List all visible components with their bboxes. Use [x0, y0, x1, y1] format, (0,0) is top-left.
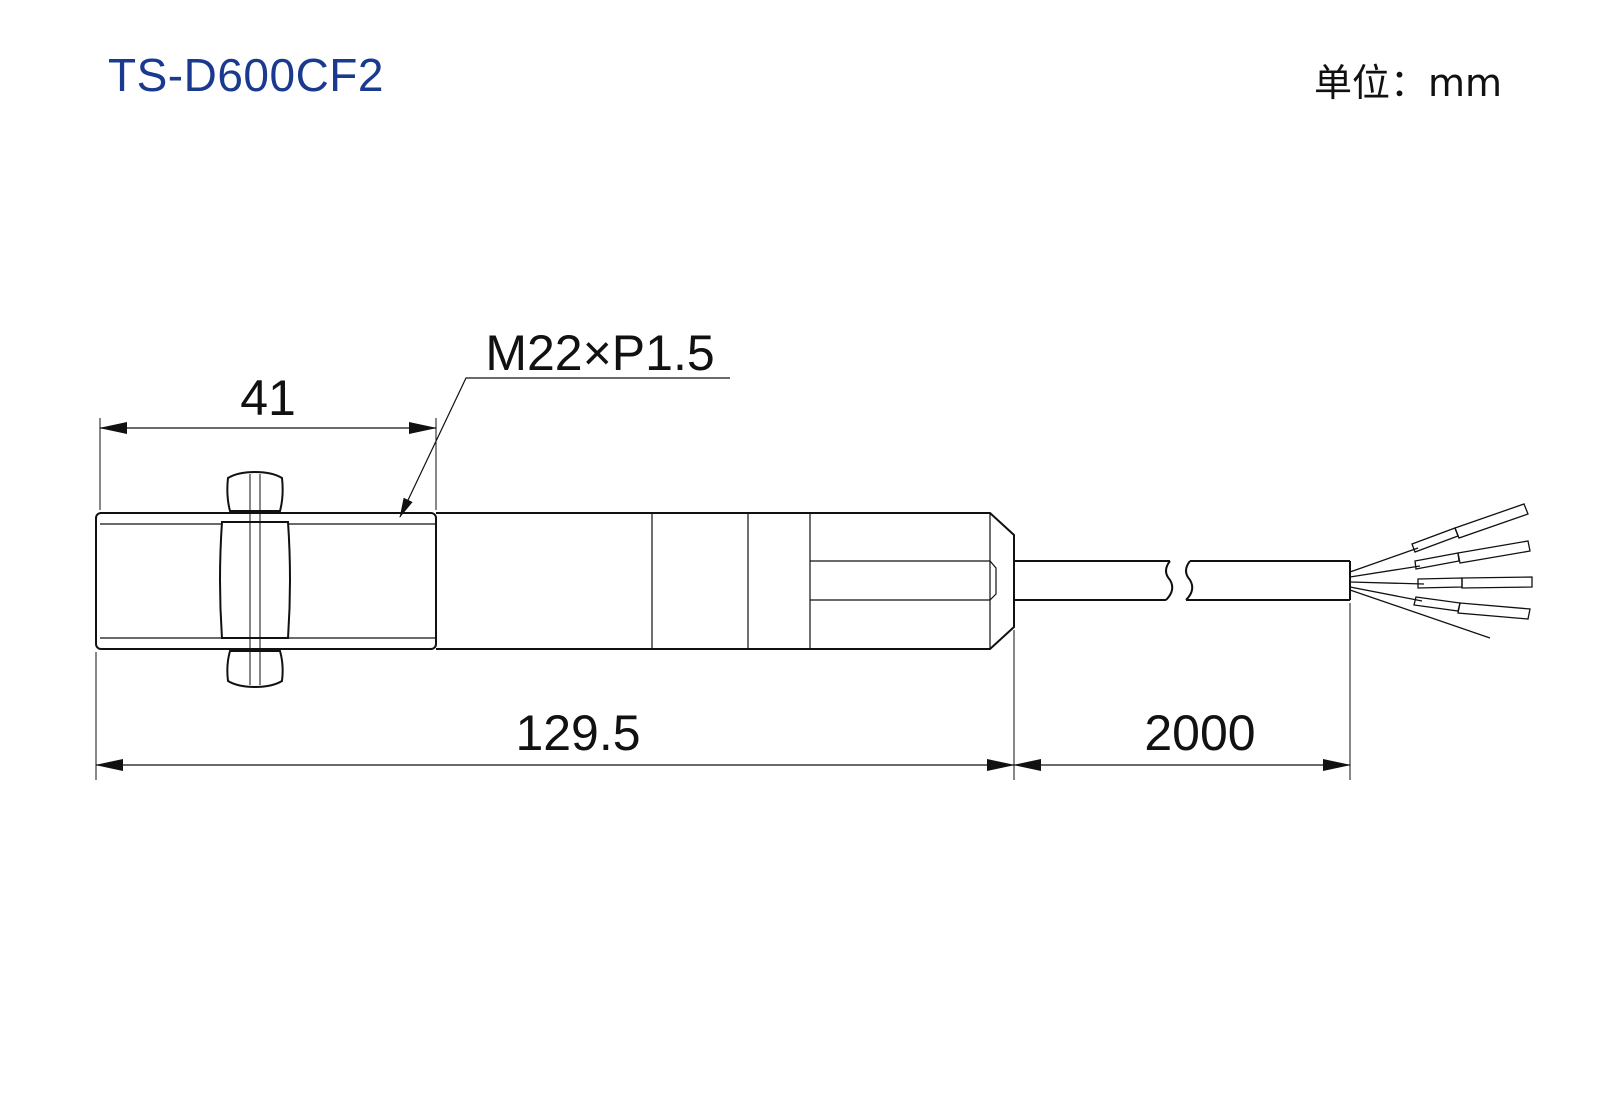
thread-spec-label: M22×P1.5	[485, 325, 714, 381]
hex-nut	[219, 470, 291, 689]
body-length-label: 129.5	[515, 705, 640, 761]
unit-label: 单位：mm	[1313, 61, 1502, 105]
model-title: TS-D600CF2	[108, 49, 384, 101]
cable-length-label: 2000	[1144, 705, 1255, 761]
sensor-body	[436, 512, 1015, 650]
thread-length-label: 41	[240, 370, 296, 426]
cable-wires	[1349, 503, 1533, 639]
cable	[1014, 560, 1351, 601]
thread-leader-line	[399, 377, 730, 518]
